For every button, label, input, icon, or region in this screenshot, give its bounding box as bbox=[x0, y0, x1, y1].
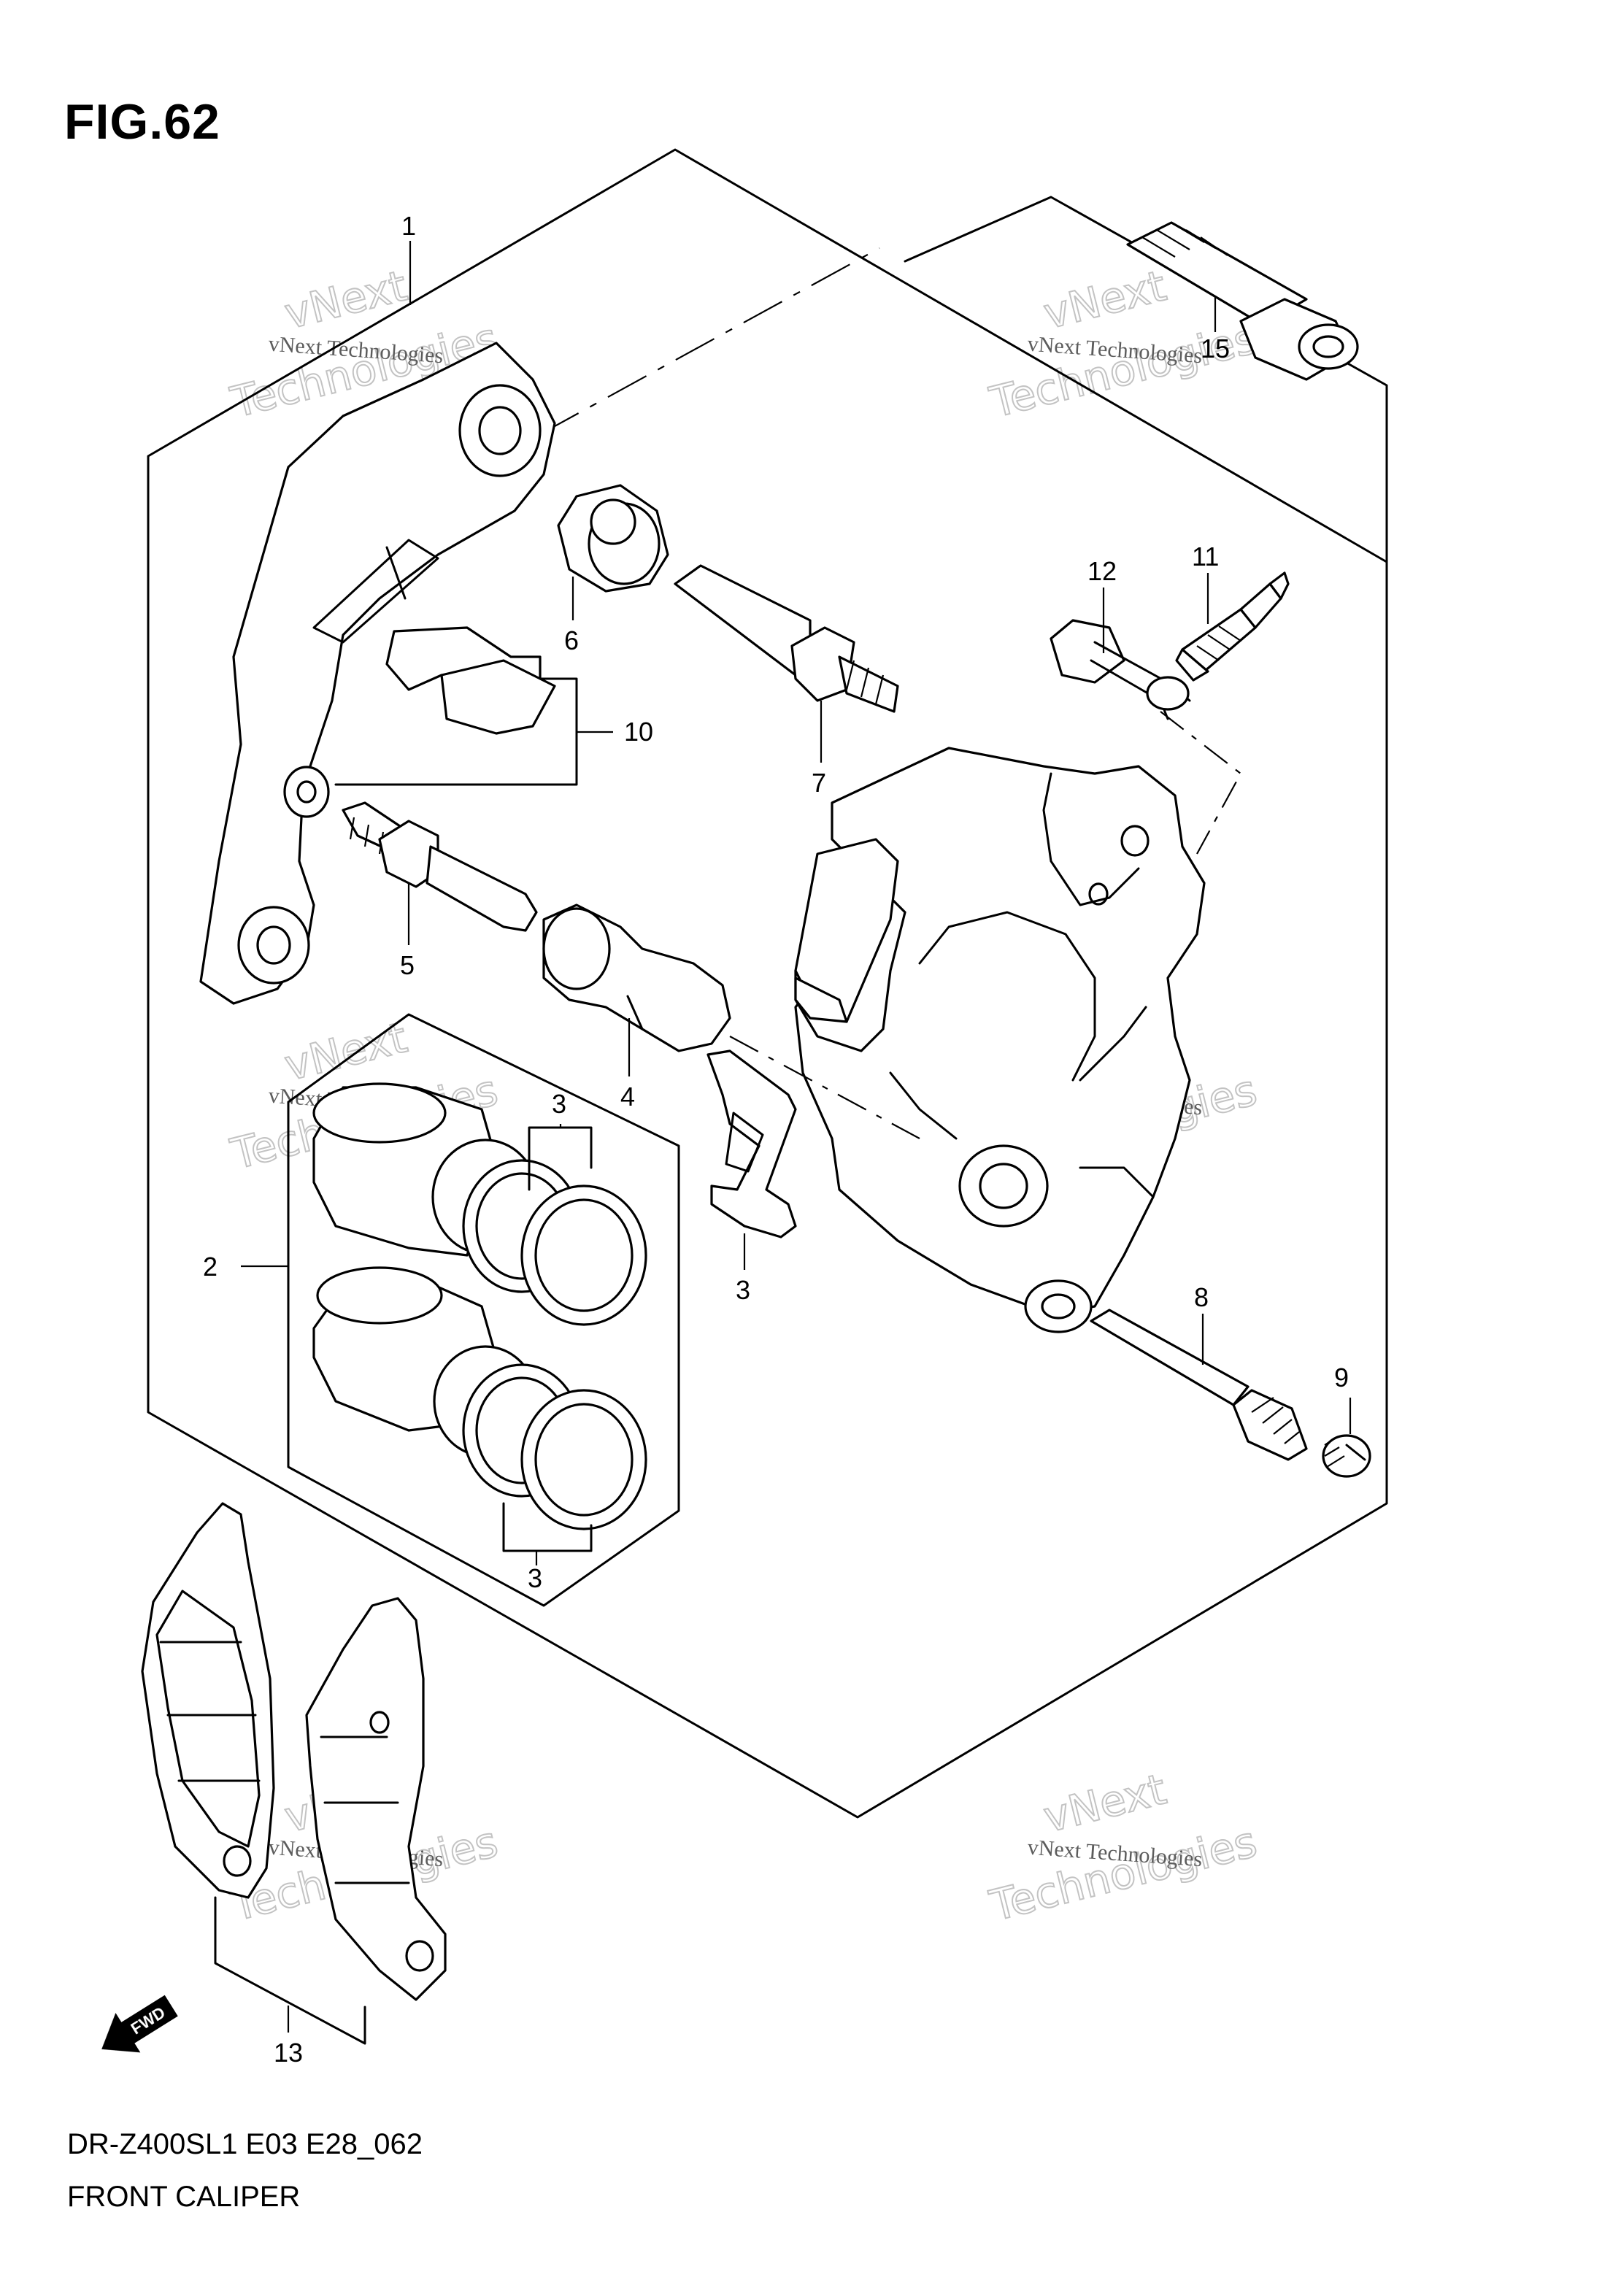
bracket-14 bbox=[214, 1896, 366, 2045]
figure-title: FIG.62 bbox=[64, 94, 220, 150]
watermark-big-vnext: vNext bbox=[1039, 261, 1171, 339]
pin-8 bbox=[674, 564, 899, 713]
watermark-big-vnext: vNext bbox=[1039, 1764, 1171, 1842]
callout-10: 9 bbox=[1334, 1363, 1349, 1392]
assembly-boundary-dash bbox=[539, 247, 880, 435]
pad-spring-11 bbox=[385, 626, 556, 735]
callout-14: 13 bbox=[274, 2038, 303, 2068]
callout-15: 15 bbox=[1201, 334, 1230, 363]
sleeve-dash bbox=[729, 1036, 920, 1139]
bleeder-cap-13 bbox=[1050, 619, 1191, 720]
callout-13: 12 bbox=[1087, 556, 1117, 586]
brake-pad-right bbox=[305, 1597, 447, 2001]
callout-11: 10 bbox=[624, 717, 653, 747]
bleeder-valve-12 bbox=[1175, 571, 1290, 682]
watermark-big-vnext: vNext bbox=[280, 1012, 412, 1090]
sleeve-5 bbox=[542, 904, 731, 1052]
callout-6: 5 bbox=[400, 950, 415, 980]
piston-upper bbox=[312, 1082, 647, 1326]
piston-box bbox=[287, 1013, 680, 1607]
piston-lower bbox=[312, 1266, 647, 1530]
callout-3b: 3 bbox=[528, 1563, 542, 1593]
callout-5: 4 bbox=[620, 1082, 635, 1112]
bolt-15 bbox=[1126, 221, 1359, 381]
plug-10 bbox=[1322, 1434, 1371, 1478]
pad-retainer-4 bbox=[706, 1049, 797, 1238]
boot-7 bbox=[557, 484, 669, 593]
callout-3a: 3 bbox=[552, 1089, 566, 1119]
fwd-arrow-icon: FWD bbox=[101, 1995, 178, 2053]
callout-9: 8 bbox=[1194, 1282, 1209, 1312]
assembly-boundary bbox=[147, 148, 1388, 1819]
section-name: FRONT CALIPER bbox=[67, 2181, 301, 2213]
watermark: vNext Technologies vNext Technologies bbox=[985, 1763, 1263, 1931]
brake-pad-left bbox=[141, 1502, 275, 1899]
watermark-big-vnext: vNext bbox=[280, 261, 412, 339]
pin-6 bbox=[342, 801, 538, 932]
callout-8: 7 bbox=[812, 768, 826, 798]
pin-9 bbox=[1090, 1309, 1308, 1461]
caliper-body bbox=[794, 747, 1206, 1333]
callout-1: 1 bbox=[401, 211, 416, 241]
callout-12: 11 bbox=[1192, 542, 1219, 571]
watermark-big-tech: Technologies bbox=[985, 1817, 1262, 1930]
callout-4: 3 bbox=[736, 1275, 750, 1305]
model-code: DR-Z400SL1 E03 E28_062 bbox=[67, 2128, 423, 2160]
bracket-3b bbox=[502, 1502, 593, 1552]
callout-2: 2 bbox=[203, 1252, 217, 1282]
caliper-bracket bbox=[199, 342, 556, 1005]
callout-7: 6 bbox=[564, 625, 579, 655]
